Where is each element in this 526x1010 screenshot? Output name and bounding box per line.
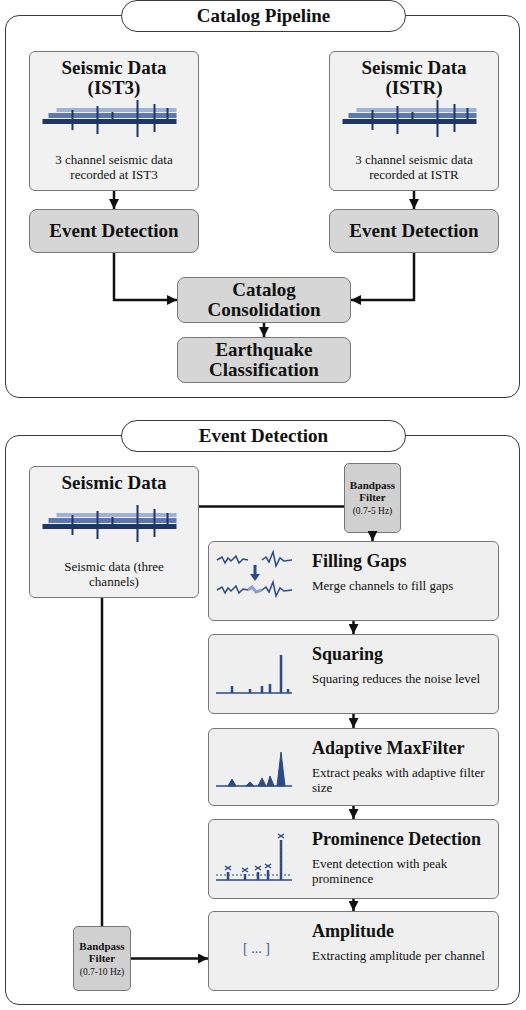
node-text: 3 channel seismic data recorded at ISTR: [338, 152, 490, 182]
waveform-icon: [43, 100, 177, 137]
data-source-box: Seismic Data (IST3) 3 channel seismic dat…: [29, 51, 199, 191]
waveform-icon: [43, 505, 177, 542]
node-text: (0.7-10 Hz): [75, 967, 129, 978]
node-title: Event Detection: [121, 420, 406, 452]
node-text: Squaring reduces the noise level: [312, 671, 492, 686]
connector-arrow: [199, 505, 344, 508]
connector-arrow: [113, 191, 116, 209]
connector-arrow: [352, 899, 355, 911]
node-title: Seismic Data (IST3): [40, 58, 188, 98]
process-box: Earthquake Classification: [177, 337, 351, 383]
panel-frame: Event DetectionSeismic DataSeismic data …: [5, 435, 520, 1005]
node-title: [ ... ]: [243, 941, 270, 957]
node-text: Amplitude: [312, 921, 497, 941]
data-source-box: Seismic Data (ISTR) 3 channel seismic dat…: [329, 51, 499, 191]
step-box: Filling GapsMerge channels to fill gaps: [208, 541, 499, 621]
step-box: Adaptive MaxFilterExtract peaks with ada…: [208, 728, 499, 806]
process-box: Event Detection: [329, 209, 499, 253]
connector-arrow: [413, 191, 416, 209]
node-title: Event Detection: [49, 221, 178, 241]
node-title: Filling Gaps: [312, 551, 497, 571]
prominence-icon: [216, 834, 292, 880]
node-text: Event detection with peak prominence: [312, 856, 492, 886]
process-box: Event Detection: [29, 209, 199, 253]
connector-arrow: [263, 323, 266, 337]
connector-arrow: [351, 253, 414, 300]
filter-box: Bandpass Filter (0.7-5 Hz): [344, 463, 401, 533]
squaring-icon: [216, 655, 292, 693]
node-text: Extracting amplitude per channel: [312, 948, 492, 963]
node-title: Event Detection: [349, 221, 478, 241]
node-title: Squaring: [312, 644, 497, 664]
step-box: Prominence DetectionEvent detection with…: [208, 819, 499, 899]
filter-box: Bandpass Filter (0.7-10 Hz): [73, 926, 131, 991]
connector-arrow: [352, 621, 355, 634]
node-text: Merge channels to fill gaps: [312, 578, 492, 593]
filling-gaps-icon: [217, 552, 292, 596]
connector-arrow: [352, 714, 355, 728]
node-title: Catalog Pipeline: [121, 0, 406, 32]
connector-arrow: [131, 957, 208, 960]
node-title: Prominence Detection: [312, 829, 497, 849]
node-text: 3 channel seismic data recorded at IST3: [38, 152, 190, 182]
node-title: Adaptive MaxFilter: [312, 738, 497, 758]
connector-arrow: [101, 598, 104, 926]
connector-arrow: [352, 806, 355, 819]
step-box: SquaringSquaring reduces the noise level: [208, 634, 499, 714]
node-title: Bandpass Filter: [346, 479, 399, 503]
node-title: Seismic Data: [40, 473, 188, 493]
node-text: Extract peaks with adaptive filter size: [312, 765, 492, 795]
node-title: Bandpass Filter: [75, 940, 129, 964]
panel-frame: Catalog PipelineSeismic Data (IST3)3 cha…: [5, 15, 520, 398]
node-title: Earthquake Classification: [186, 340, 342, 380]
connector-arrow: [114, 253, 177, 300]
process-box: Catalog Consolidation: [177, 277, 351, 323]
data-source-box: Seismic DataSeismic data (three channels…: [29, 466, 199, 598]
node-text: Seismic data (three channels): [38, 559, 190, 589]
connector-arrow: [371, 533, 374, 541]
node-title: Seismic Data (ISTR): [340, 58, 488, 98]
step-box: [ ... ] AmplitudeExtracting amplitude per…: [208, 911, 499, 991]
node-title: Catalog Consolidation: [186, 280, 342, 320]
maxfilter-icon: [216, 752, 292, 786]
node-text: (0.7-5 Hz): [346, 506, 399, 517]
waveform-icon: [343, 100, 477, 137]
